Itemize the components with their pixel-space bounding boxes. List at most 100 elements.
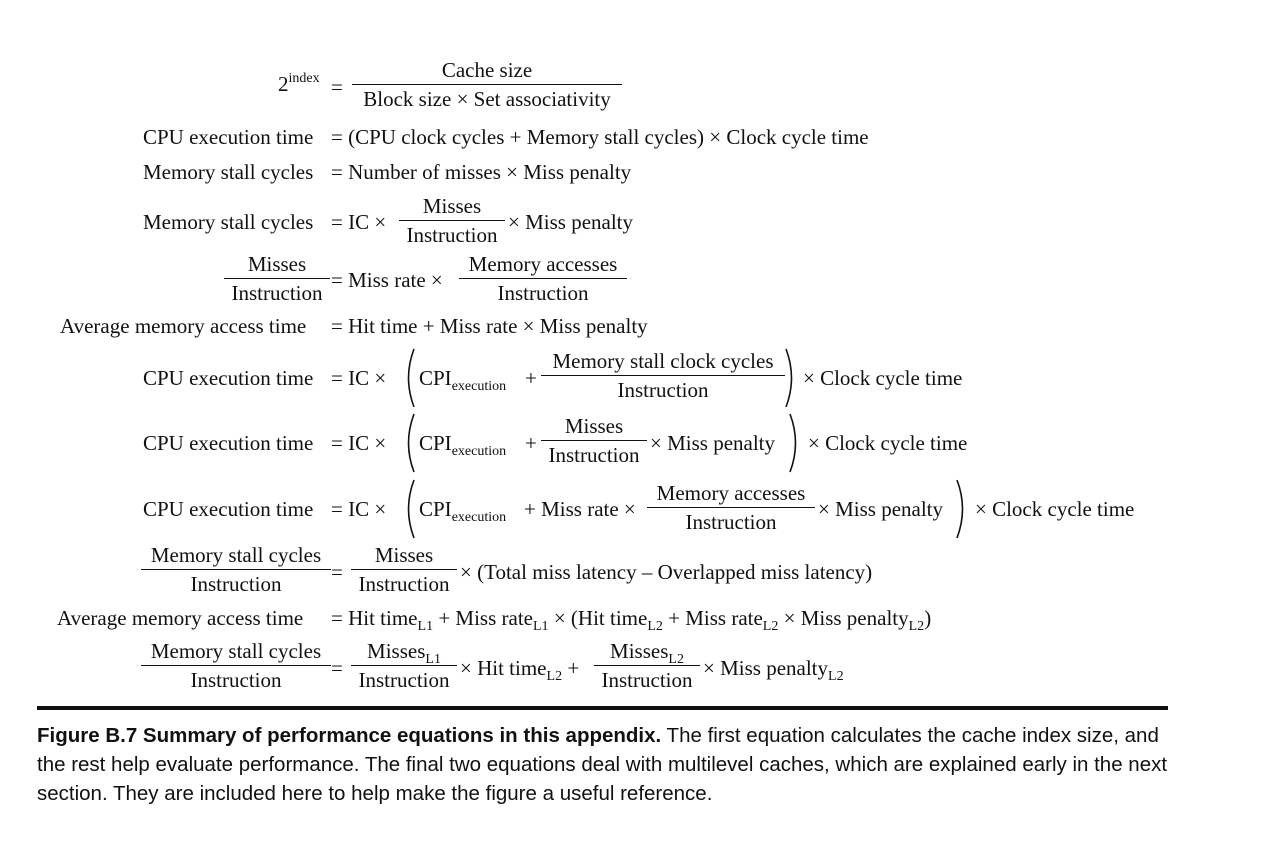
equation-12-equals: = <box>331 656 343 680</box>
equation-10-fraction: Misses Instruction <box>351 545 457 595</box>
term-miss-penalty: × Miss penalty <box>703 656 829 680</box>
numerator-text: Misses <box>367 639 426 663</box>
equation-8-inner: × Miss penalty <box>650 431 776 455</box>
subscript: L1 <box>425 652 441 667</box>
term-miss-rate: + Miss rate <box>438 606 533 630</box>
term-hit-time: × (Hit time <box>553 606 648 630</box>
caption-divider <box>37 706 1168 710</box>
fraction-numerator: Memory stall cycles <box>150 543 322 567</box>
figure-caption: Figure B.7 Summary of performance equati… <box>37 721 1177 808</box>
fraction-numerator: Misses <box>422 194 482 218</box>
subscript: L1 <box>417 619 434 634</box>
fraction-bar <box>141 665 331 666</box>
fraction-numerator: Memory stall clock cycles <box>552 349 774 373</box>
equation-11-lhs: Average memory access time <box>57 606 304 630</box>
cpi-subscript: execution <box>451 510 507 525</box>
equation-12-fraction-2: MissesL2 Instruction <box>594 641 700 691</box>
equals-sign: = <box>331 606 343 630</box>
equation-2-rhs: = (CPU clock cycles + Memory stall cycle… <box>331 125 869 149</box>
subscript: L2 <box>668 652 684 667</box>
equation-1-equals: = <box>331 75 343 99</box>
cpi-text: CPI <box>419 497 452 521</box>
fraction-denominator: Block size × Set associativity <box>363 87 611 111</box>
fraction-bar <box>647 507 815 508</box>
equation-11-rhs: = Hit timeL1 + Miss rateL1 × (Hit timeL2… <box>331 606 932 634</box>
equation-7-mid: = IC × <box>331 366 387 390</box>
subscript: L2 <box>828 669 844 684</box>
fraction-bar <box>351 569 457 570</box>
equation-4-lhs: Memory stall cycles <box>143 210 314 234</box>
plus-sign: + <box>567 656 580 680</box>
equation-10-left-fraction: Memory stall cycles Instruction <box>141 545 331 595</box>
fraction-numerator: MissesL1 <box>365 639 443 667</box>
fraction-denominator: Instruction <box>406 223 498 247</box>
equation-8-mid: = IC × <box>331 431 387 455</box>
fraction-numerator: Memory accesses <box>468 252 618 276</box>
fraction-bar <box>141 569 331 570</box>
equation-10-tail: × (Total miss latency – Overlapped miss … <box>460 560 873 584</box>
subscript: L2 <box>647 619 663 634</box>
fraction-numerator: Cache size <box>441 58 533 82</box>
fraction-numerator: Memory accesses <box>656 481 806 505</box>
equation-8-fraction: Misses Instruction <box>541 416 647 466</box>
equation-9-tail: × Clock cycle time <box>975 497 1135 521</box>
equation-1-lhs: 2index <box>278 72 320 95</box>
fraction-denominator: Instruction <box>685 510 777 534</box>
fraction-bar <box>459 278 627 279</box>
fraction-denominator: Instruction <box>601 668 693 692</box>
fraction-bar <box>351 665 457 666</box>
equation-9-lhs: CPU execution time <box>143 497 314 521</box>
left-paren-icon <box>407 413 415 473</box>
cpi-text: CPI <box>419 431 452 455</box>
left-paren-icon <box>407 348 415 408</box>
equation-4-mid: = IC × <box>331 210 387 234</box>
equation-7-tail: × Clock cycle time <box>803 366 963 390</box>
fraction-numerator: Misses <box>247 252 307 276</box>
fraction-bar <box>399 220 505 221</box>
fraction-denominator: Instruction <box>190 668 282 692</box>
equation-4-tail: × Miss penalty <box>508 210 634 234</box>
equation-8-plus: + <box>525 431 537 455</box>
caption-body: The first equation calculates the cache … <box>37 724 1168 805</box>
term-miss-penalty: × Miss penalty <box>783 606 909 630</box>
equation-12-fraction-1: MissesL1 Instruction <box>351 641 457 691</box>
right-paren-icon <box>956 479 964 539</box>
subscript: L2 <box>546 669 563 684</box>
fraction-bar <box>594 665 700 666</box>
fraction-numerator: Misses <box>564 414 624 438</box>
numerator-text: Misses <box>610 639 669 663</box>
equation-9-fraction: Memory accesses Instruction <box>647 483 815 533</box>
equation-9-mid: = IC × <box>331 497 387 521</box>
right-paren-icon <box>789 413 797 473</box>
fraction-numerator: Memory stall cycles <box>150 639 322 663</box>
equation-1-fraction: Cache size Block size × Set associativit… <box>352 60 622 110</box>
equation-5-left-fraction: Misses Instruction <box>224 254 330 304</box>
fraction-denominator: Instruction <box>231 281 323 305</box>
equation-7-fraction: Memory stall clock cycles Instruction <box>541 351 785 401</box>
cpi-subscript: execution <box>451 444 507 459</box>
cpi-subscript: execution <box>451 379 507 394</box>
equation-9-plus: + Miss rate × <box>524 497 636 521</box>
fraction-numerator: Misses <box>374 543 434 567</box>
equation-3-lhs: Memory stall cycles <box>143 160 314 184</box>
fraction-denominator: Instruction <box>190 572 282 596</box>
fraction-numerator: MissesL2 <box>608 639 686 667</box>
subscript: L2 <box>908 619 925 634</box>
equation-8-cpi: CPIexecution <box>419 431 506 459</box>
fraction-bar <box>352 84 622 85</box>
equation-6-rhs: = Hit time + Miss rate × Miss penalty <box>331 314 648 338</box>
fraction-bar <box>541 375 785 376</box>
equation-6-lhs: Average memory access time <box>60 314 307 338</box>
equation-4-fraction: Misses Instruction <box>399 196 505 246</box>
cpi-text: CPI <box>419 366 452 390</box>
term-hit-time: Hit time <box>348 606 418 630</box>
caption-title: Figure B.7 Summary of performance equati… <box>37 724 662 747</box>
equation-8-lhs: CPU execution time <box>143 431 314 455</box>
subscript: L2 <box>762 619 779 634</box>
right-paren-icon <box>785 348 793 408</box>
equation-7-lhs: CPU execution time <box>143 366 314 390</box>
close-paren: ) <box>924 606 932 630</box>
equation-2-lhs: CPU execution time <box>143 125 314 149</box>
equation-12-left-fraction: Memory stall cycles Instruction <box>141 641 331 691</box>
subscript: L1 <box>533 619 549 634</box>
